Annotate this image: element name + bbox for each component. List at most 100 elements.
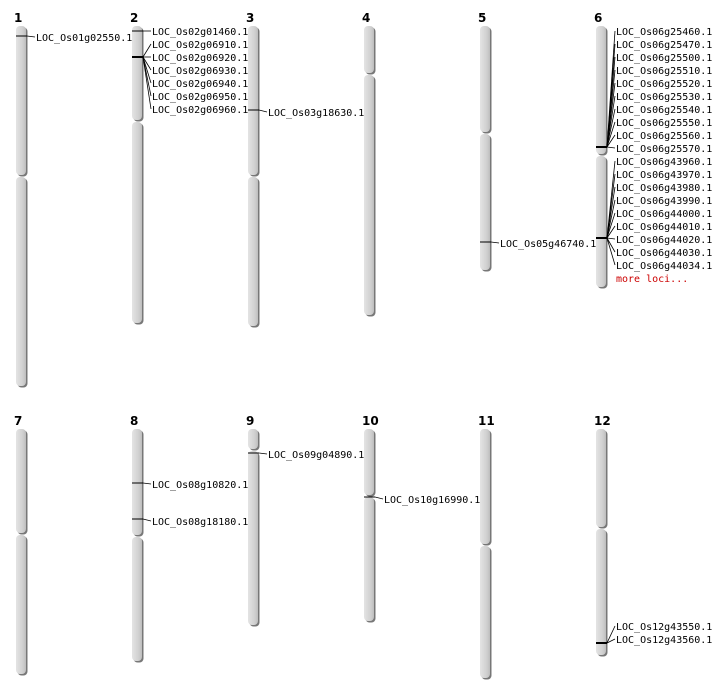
locus-connector	[606, 199, 616, 239]
locus-label[interactable]: LOC_Os06g44020.1	[616, 235, 712, 246]
chromosome-short-arm	[596, 26, 606, 154]
chromosome-number: 11	[478, 414, 495, 428]
chromosome-long-arm	[596, 156, 606, 287]
locus-connector	[606, 638, 616, 644]
locus-label[interactable]: LOC_Os06g25520.1	[616, 79, 712, 90]
locus-label[interactable]: LOC_Os06g25510.1	[616, 66, 712, 77]
chromosome-long-arm	[16, 535, 26, 674]
locus-connector	[142, 56, 152, 84]
chromosome-short-arm	[16, 429, 26, 533]
locus-connector	[374, 496, 384, 500]
locus-label[interactable]: LOC_Os02g06930.1	[152, 66, 248, 77]
chromosome-short-arm	[364, 26, 374, 73]
chromosome-number: 10	[362, 414, 379, 428]
locus-label[interactable]: LOC_Os09g04890.1	[268, 450, 364, 461]
locus-label[interactable]: LOC_Os06g44030.1	[616, 248, 712, 259]
locus-label[interactable]: LOC_Os06g25530.1	[616, 92, 712, 103]
chromosome-short-arm	[248, 429, 258, 449]
locus-connector	[606, 625, 616, 644]
locus-connector	[142, 482, 152, 485]
chromosome-number: 3	[246, 11, 254, 25]
chromosome-number: 7	[14, 414, 22, 428]
chromosome-short-arm	[16, 26, 26, 175]
locus-label[interactable]: LOC_Os02g06920.1	[152, 53, 248, 64]
chromosome-long-arm	[16, 177, 26, 386]
chromosome-long-arm	[132, 122, 142, 323]
chromosome-number: 6	[594, 11, 602, 25]
locus-label[interactable]: LOC_Os03g18630.1	[268, 108, 364, 119]
chromosome-11: 11	[478, 414, 495, 680]
locus-label[interactable]: LOC_Os06g43970.1	[616, 170, 712, 181]
chromosome-6: 6LOC_Os06g25460.1LOC_Os06g25470.1LOC_Os0…	[594, 11, 712, 289]
locus-label[interactable]: LOC_Os02g06950.1	[152, 92, 248, 103]
locus-label[interactable]: LOC_Os06g25470.1	[616, 40, 712, 51]
locus-label[interactable]: LOC_Os12g43550.1	[616, 622, 712, 633]
locus-connector	[606, 186, 616, 239]
locus-label[interactable]: LOC_Os06g25500.1	[616, 53, 712, 64]
chromosome-short-arm	[480, 429, 490, 544]
locus-connector	[606, 146, 616, 149]
locus-label[interactable]: LOC_Os01g02550.1	[36, 33, 132, 44]
chromosome-short-arm	[596, 429, 606, 527]
locus-connector	[142, 518, 152, 522]
chromosome-long-arm	[480, 134, 490, 270]
chromosome-7: 7	[14, 414, 28, 676]
locus-connector	[26, 35, 36, 38]
locus-connector	[606, 212, 616, 239]
locus-label[interactable]: LOC_Os06g25460.1	[616, 27, 712, 38]
locus-label[interactable]: LOC_Os02g06910.1	[152, 40, 248, 51]
locus-label[interactable]: LOC_Os06g44000.1	[616, 209, 712, 220]
chromosome-number: 1	[14, 11, 22, 25]
locus-label[interactable]: LOC_Os06g25570.1	[616, 144, 712, 155]
locus-label[interactable]: LOC_Os10g16990.1	[384, 495, 480, 506]
locus-connector	[606, 121, 616, 148]
chromosome-short-arm	[132, 429, 142, 535]
locus-connector	[606, 108, 616, 148]
locus-label[interactable]: LOC_Os02g01460.1	[152, 27, 248, 38]
chromosome-number: 8	[130, 414, 138, 428]
locus-connector	[606, 134, 616, 148]
chromosome-long-arm	[132, 537, 142, 661]
more-loci-link[interactable]: more loci...	[616, 274, 688, 285]
locus-label[interactable]: LOC_Os06g25560.1	[616, 131, 712, 142]
chromosome-4: 4	[362, 11, 376, 317]
locus-label[interactable]: LOC_Os06g44010.1	[616, 222, 712, 233]
chromosome-number: 9	[246, 414, 254, 428]
locus-connector	[606, 237, 616, 240]
locus-label[interactable]: LOC_Os02g06960.1	[152, 105, 248, 116]
locus-label[interactable]: LOC_Os02g06940.1	[152, 79, 248, 90]
locus-label[interactable]: LOC_Os05g46740.1	[500, 239, 596, 250]
locus-label[interactable]: LOC_Os12g43560.1	[616, 635, 712, 646]
chromosome-short-arm	[364, 429, 374, 495]
locus-label[interactable]: LOC_Os06g25550.1	[616, 118, 712, 129]
locus-label[interactable]: LOC_Os06g43960.1	[616, 157, 712, 168]
chromosome-short-arm	[132, 26, 142, 120]
locus-label[interactable]: LOC_Os06g43990.1	[616, 196, 712, 207]
chromosome-short-arm	[248, 26, 258, 175]
locus-connector	[258, 452, 268, 455]
locus-label[interactable]: LOC_Os08g10820.1	[152, 480, 248, 491]
locus-label[interactable]: LOC_Os06g44034.1	[616, 261, 712, 272]
chromosome-long-arm	[248, 451, 258, 625]
chromosome-long-arm	[364, 497, 374, 621]
locus-connector	[142, 43, 152, 58]
locus-label[interactable]: LOC_Os06g25540.1	[616, 105, 712, 116]
locus-label[interactable]: LOC_Os06g43980.1	[616, 183, 712, 194]
chromosome-long-arm	[596, 529, 606, 655]
locus-connector	[606, 237, 616, 253]
locus-label[interactable]: LOC_Os08g18180.1	[152, 517, 248, 528]
chromosome-number: 5	[478, 11, 486, 25]
chromosome-long-arm	[364, 75, 374, 315]
locus-connector	[258, 109, 268, 113]
chromosome-number: 12	[594, 414, 611, 428]
chromosome-long-arm	[248, 177, 258, 326]
chromosome-long-arm	[480, 546, 490, 678]
chromosome-short-arm	[480, 26, 490, 132]
